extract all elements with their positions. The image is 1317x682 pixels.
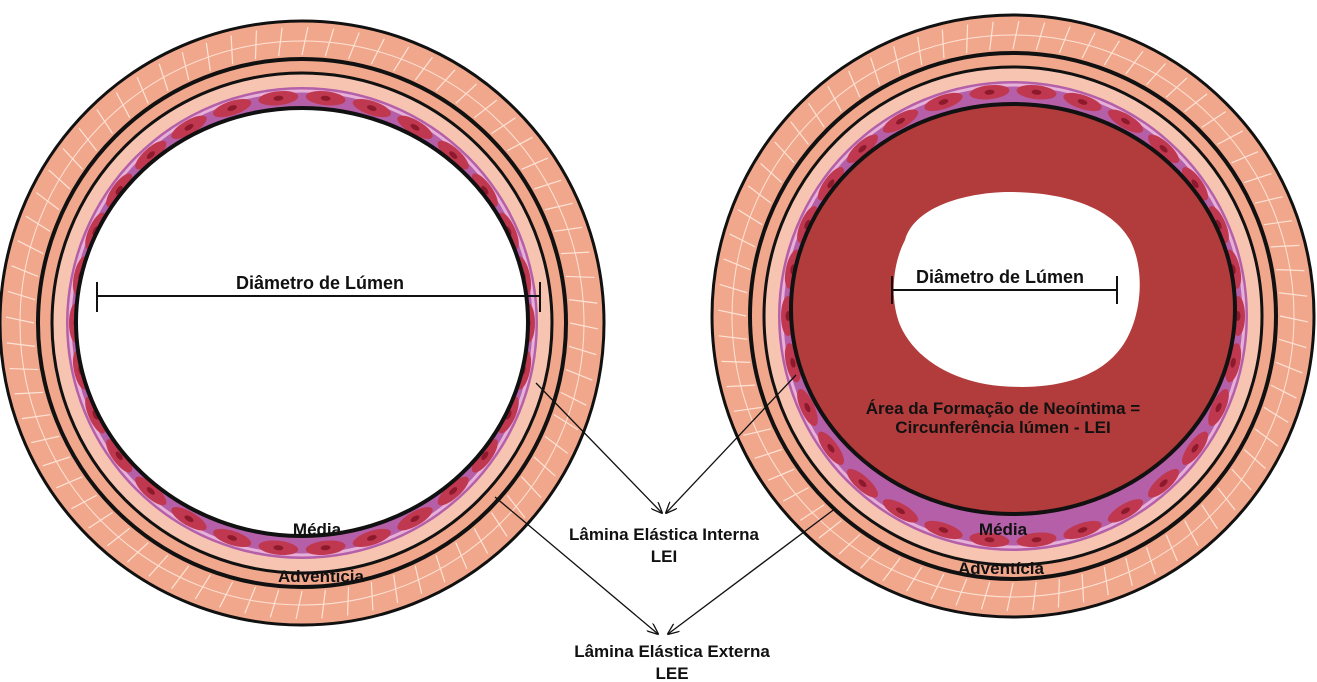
left-lumen-diameter-label: Diâmetro de Lúmen bbox=[236, 273, 404, 293]
arrow-left-external-lamina bbox=[495, 497, 658, 634]
left-vessel: Diâmetro de Lúmen Média Adventícia bbox=[0, 21, 604, 625]
external-elastic-lamina-abbrev: LEE bbox=[655, 664, 688, 682]
right-media-label: Média bbox=[979, 520, 1028, 539]
left-internal-elastic-lamina-lumen bbox=[76, 108, 528, 536]
right-adventitia-label: Adventícia bbox=[958, 559, 1045, 578]
left-adventitia-label: Adventícia bbox=[278, 567, 365, 586]
external-elastic-lamina-label: Lâmina Elástica Externa bbox=[574, 642, 770, 661]
left-media-label: Média bbox=[293, 520, 342, 539]
neointima-area-label-line2: Circunferência lúmen - LEI bbox=[895, 418, 1110, 437]
neointima-area-label-line1: Área da Formação de Neoíntima = bbox=[866, 399, 1141, 418]
internal-elastic-lamina-label: Lâmina Elástica Interna bbox=[569, 525, 759, 544]
right-lumen-diameter-label: Diâmetro de Lúmen bbox=[916, 267, 1084, 287]
right-vessel: Diâmetro de Lúmen Área da Formação de Ne… bbox=[712, 15, 1314, 617]
internal-elastic-lamina-abbrev: LEI bbox=[651, 547, 677, 566]
